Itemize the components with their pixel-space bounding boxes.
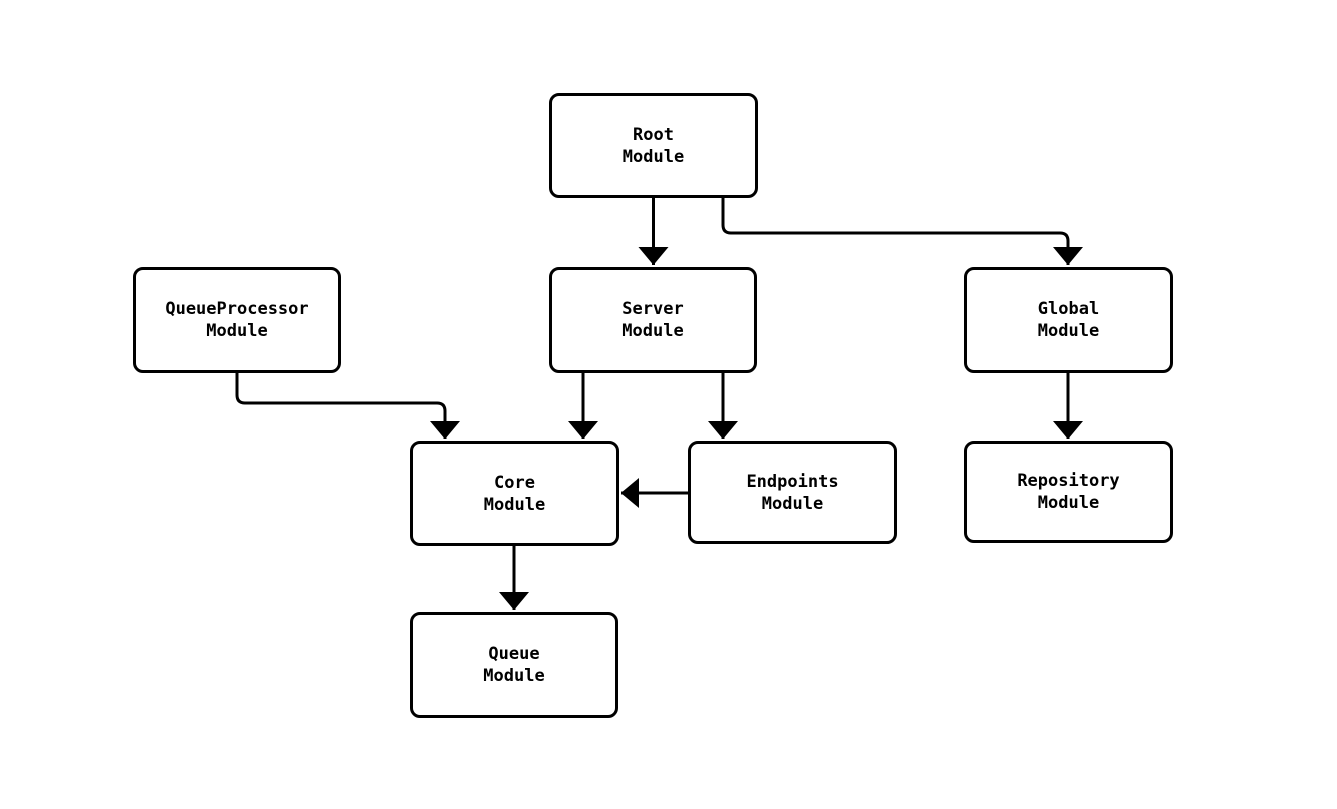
node-repository-module: Repository Module [964,441,1173,543]
node-label-queueprocessor: QueueProcessor Module [165,299,309,341]
node-label-repository: Repository Module [1017,471,1120,513]
node-core-module: Core Module [410,441,619,546]
edge-queueprocessor-to-core [235,373,460,439]
node-label-queue: Queue Module [483,644,545,686]
node-label-global: Global Module [1037,299,1100,341]
node-server-module: Server Module [549,267,757,373]
node-queue-module: Queue Module [410,612,618,718]
node-queueprocessor-module: QueueProcessor Module [133,267,341,373]
node-root-module: Root Module [549,93,758,198]
node-label-endpoints: Endpoints Module [746,471,839,514]
node-label-server: Server Module [622,299,684,341]
node-label-core: Core Module [483,472,546,515]
node-endpoints-module: Endpoints Module [688,441,897,544]
node-label-root: Root Module [622,124,685,167]
node-global-module: Global Module [964,267,1173,373]
edge-root-to-global [721,198,1083,265]
